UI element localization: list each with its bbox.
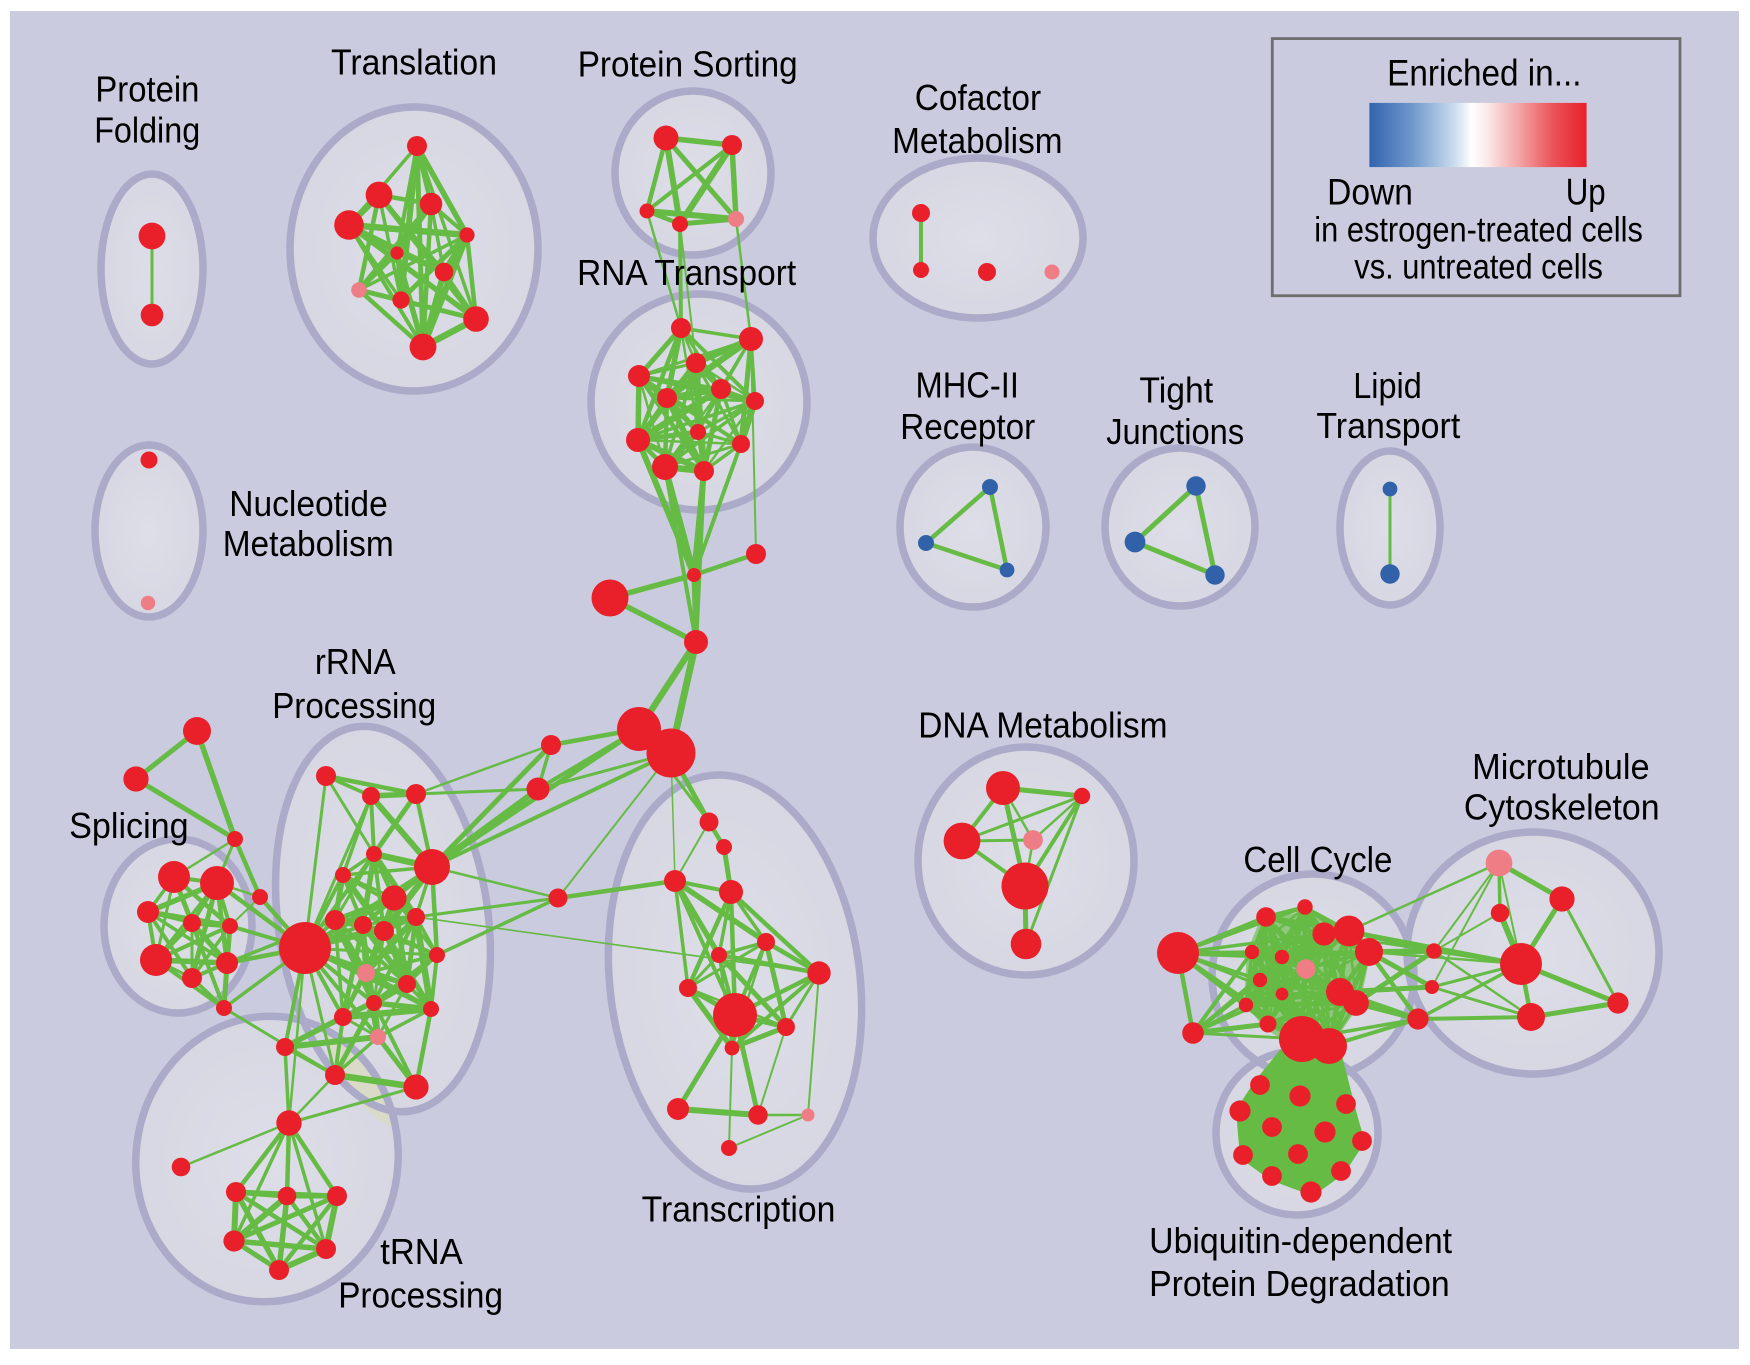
svg-text:Lipid: Lipid [1353, 365, 1422, 406]
svg-text:Microtubule: Microtubule [1472, 746, 1650, 787]
svg-text:MHC-II: MHC-II [916, 365, 1019, 406]
svg-text:Up: Up [1566, 171, 1606, 212]
svg-text:Protein Degradation: Protein Degradation [1149, 1263, 1450, 1304]
svg-text:tRNA: tRNA [380, 1231, 462, 1272]
svg-text:Junctions: Junctions [1106, 411, 1244, 452]
svg-text:in estrogen-treated cells: in estrogen-treated cells [1314, 210, 1643, 249]
svg-text:Transport: Transport [1316, 405, 1460, 446]
svg-text:Cofactor: Cofactor [915, 77, 1041, 118]
svg-text:Down: Down [1327, 171, 1413, 212]
svg-text:Protein: Protein [95, 69, 199, 110]
svg-text:Protein Sorting: Protein Sorting [578, 43, 798, 84]
svg-text:Splicing: Splicing [69, 805, 189, 846]
svg-text:Receptor: Receptor [900, 406, 1035, 447]
svg-text:Cytoskeleton: Cytoskeleton [1464, 787, 1660, 828]
svg-text:Folding: Folding [94, 109, 200, 150]
svg-text:rRNA: rRNA [315, 641, 396, 682]
svg-text:DNA Metabolism: DNA Metabolism [918, 705, 1167, 746]
svg-text:Cell Cycle: Cell Cycle [1243, 839, 1392, 880]
svg-text:Metabolism: Metabolism [223, 523, 394, 564]
svg-text:RNA Transport: RNA Transport [577, 252, 796, 293]
svg-text:vs. untreated cells: vs. untreated cells [1354, 248, 1603, 287]
svg-text:Translation: Translation [331, 41, 497, 82]
svg-text:Processing: Processing [272, 685, 436, 726]
svg-text:Enriched in...: Enriched in... [1387, 53, 1581, 94]
svg-text:Ubiquitin-dependent: Ubiquitin-dependent [1149, 1220, 1452, 1261]
svg-text:Tight: Tight [1139, 369, 1213, 410]
svg-text:Metabolism: Metabolism [892, 120, 1062, 161]
svg-text:Processing: Processing [338, 1275, 503, 1316]
svg-text:Nucleotide: Nucleotide [229, 483, 388, 524]
svg-text:Transcription: Transcription [642, 1189, 836, 1230]
